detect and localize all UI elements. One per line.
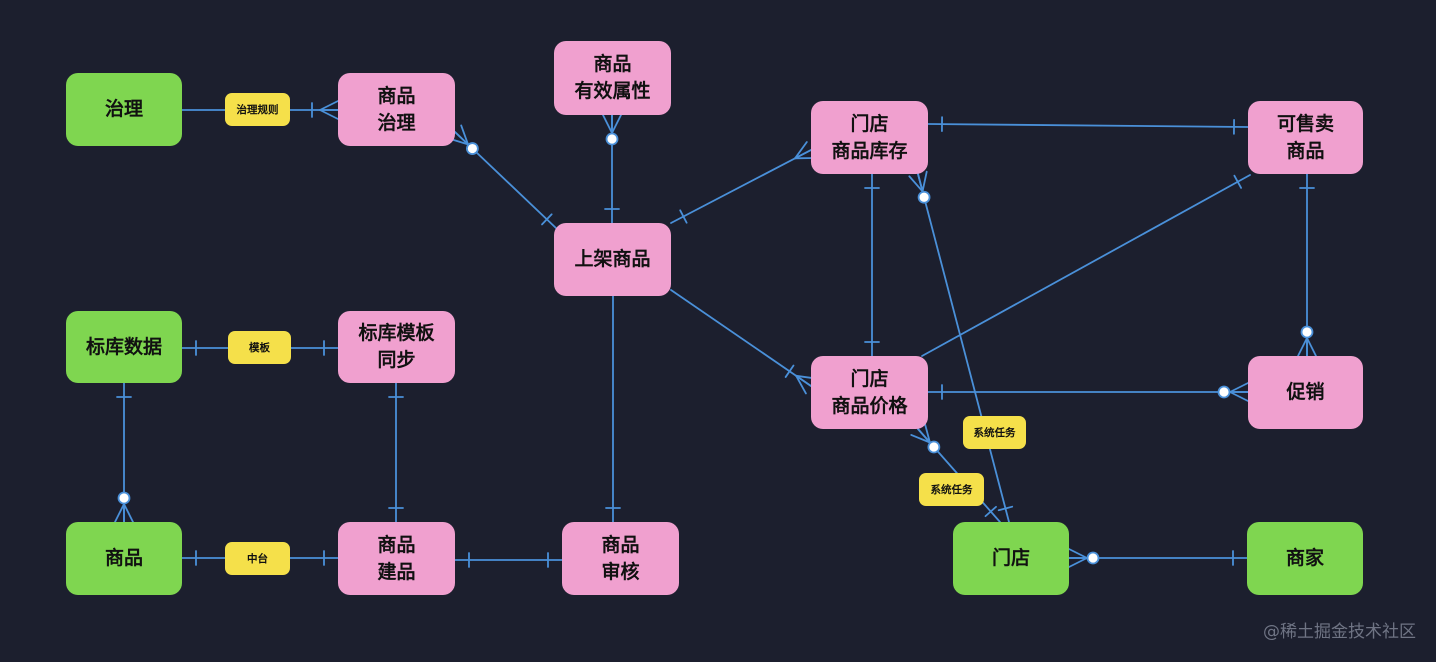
node-governance[interactable]: 治理 <box>66 73 182 146</box>
node-store-product-price[interactable]: 门店 商品价格 <box>811 356 928 429</box>
edge-store-merchant-start-crow <box>1068 557 1088 568</box>
edge-inventory-sellable <box>927 123 1249 128</box>
edge-price-store-start-crow <box>923 422 931 444</box>
node-product-build[interactable]: 商品 建品 <box>338 522 455 595</box>
node-sellable-product[interactable]: 可售卖 商品 <box>1248 101 1363 174</box>
edge-std-data-product-end-circle <box>117 491 131 505</box>
edge-label-system-task-2: 系统任务 <box>919 473 984 506</box>
node-product[interactable]: 商品 <box>66 522 182 595</box>
edge-attributes-listed-start-circle <box>605 132 619 146</box>
edge-label-template: 模板 <box>228 331 291 364</box>
edge-attributes-listed-start-crow <box>602 114 613 134</box>
edge-product-governance-listed-end-bar <box>541 213 553 226</box>
watermark: @稀土掘金技术社区 <box>1263 622 1416 642</box>
edge-price-promotion-end-crow <box>1229 382 1249 393</box>
node-standard-library-data[interactable]: 标库数据 <box>66 311 182 383</box>
node-product-valid-attributes[interactable]: 商品 有效属性 <box>554 41 671 115</box>
edge-listed-inventory <box>670 149 812 224</box>
node-store[interactable]: 门店 <box>953 522 1069 595</box>
edge-store-merchant-start-crow <box>1068 548 1088 559</box>
edge-inventory-store-start-crow <box>921 170 928 193</box>
edge-price-store-start-crow <box>917 428 931 444</box>
edge-price-store-end-bar <box>984 505 997 518</box>
edge-price-store-start-crow <box>910 434 931 444</box>
node-merchant[interactable]: 商家 <box>1247 522 1363 595</box>
node-standard-template-sync[interactable]: 标库模板 同步 <box>338 311 455 383</box>
edge-listed-inventory-end-crow <box>794 149 812 160</box>
edge-listed-price <box>670 289 812 387</box>
edge-listed-price-end-crow <box>795 374 812 387</box>
edge-sellable-promotion-end-crow <box>1306 337 1317 357</box>
edge-store-merchant-start-circle <box>1086 551 1100 565</box>
edge-listed-price-end-bar <box>784 364 795 378</box>
edge-inventory-store-start-crow <box>917 173 924 193</box>
edge-sellable-price-start-bar <box>1233 174 1243 189</box>
edge-listed-price-end-crow <box>795 374 807 395</box>
edge-sellable-promotion-end-crow <box>1297 337 1308 357</box>
edge-attributes-listed-start-crow <box>611 114 622 134</box>
edge-price-store-start-circle <box>927 440 941 454</box>
node-store-product-inventory[interactable]: 门店 商品库存 <box>811 101 928 174</box>
edge-product-governance-listed-start-crow <box>460 124 469 146</box>
edge-sellable-promotion-end-circle <box>1300 325 1314 339</box>
edge-price-promotion-end-crow <box>1229 391 1249 402</box>
edge-product-governance-listed-start-crow <box>454 131 469 146</box>
edge-listed-inventory-end-crow <box>794 141 808 160</box>
edge-label-system-task-1: 系统任务 <box>963 416 1026 449</box>
edge-inventory-store <box>917 173 1010 523</box>
edge-price-promotion-end-circle <box>1217 385 1231 399</box>
node-promotion[interactable]: 促销 <box>1248 356 1363 429</box>
edge-label-governance-rules: 治理规则 <box>225 93 290 126</box>
node-product-review[interactable]: 商品 审核 <box>562 522 679 595</box>
edge-listed-inventory-start-bar <box>679 209 688 224</box>
edge-governance-product-governance-end-crow <box>319 100 339 111</box>
edge-governance-product-governance-end-crow <box>319 109 339 120</box>
edge-label-middle-platform: 中台 <box>225 542 290 575</box>
edge-product-governance-listed-start-circle <box>465 142 479 155</box>
edge-std-data-product-end-crow <box>123 503 134 523</box>
edge-std-data-product-end-crow <box>114 503 125 523</box>
edge-sellable-price <box>921 174 1251 357</box>
node-listed-product[interactable]: 上架商品 <box>554 223 671 296</box>
edge-inventory-store-end-bar <box>997 505 1014 512</box>
edge-inventory-store-start-circle <box>917 190 931 204</box>
node-product-governance[interactable]: 商品 治理 <box>338 73 455 146</box>
edge-inventory-store-start-crow <box>908 175 924 193</box>
